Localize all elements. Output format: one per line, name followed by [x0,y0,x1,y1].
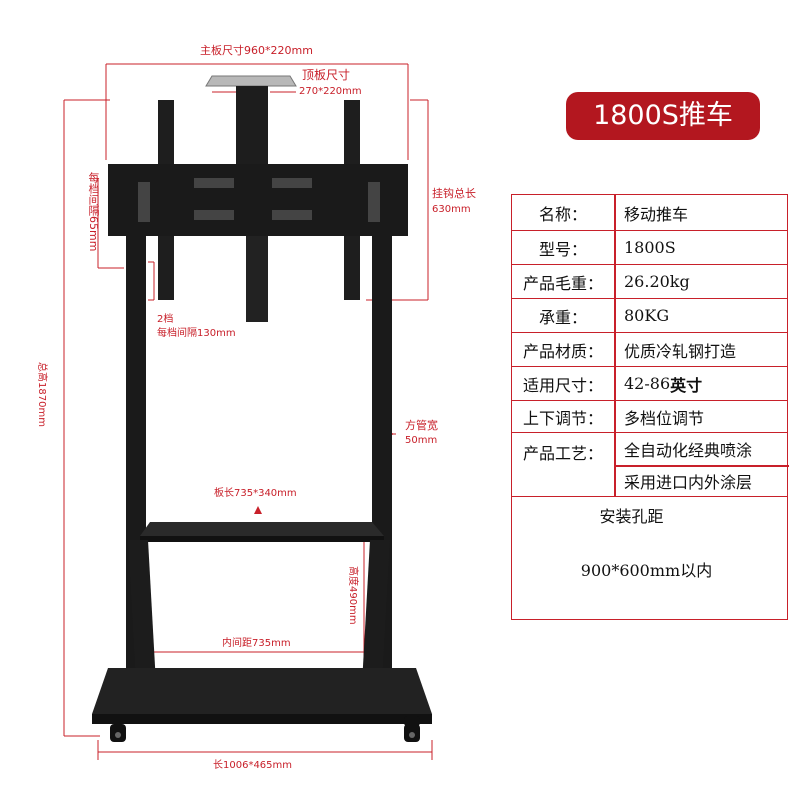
spec-key: 承重： [538,307,587,327]
main-board-size-label: 主板尺寸960*220mm [200,44,313,57]
spec-key: 型号： [538,239,587,259]
gears-interval-label: 每档间隔130mm [157,328,236,339]
product-title-badge: 1800S推车 [566,92,760,140]
hook-total-label: 挂钩总长 [432,187,476,200]
spec-value: 移动推车 [624,204,689,224]
tube-width-value: 50mm [405,435,438,446]
spec-value: 多档位调节 [624,408,705,428]
spec-key: 产品材质： [522,341,603,361]
spec-value-number: 42-86 [624,374,671,393]
spec-row-model: 型号： 1800S [512,231,787,265]
spec-process-split [614,465,789,467]
mount-hole-label: 安装孔距 [599,507,664,526]
spec-key: 产品工艺： [522,444,603,463]
total-height-label: 总高1870mm [36,362,47,427]
spec-row-process: 产品工艺： 全自动化经典喷涂 采用进口内外涂层 [512,433,789,497]
spec-row-load: 承重： 80KG [512,299,787,333]
spec-value-line1: 全自动化经典喷涂 [624,441,753,460]
spec-key: 名称： [538,204,587,224]
mount-hole-label-row: 安装孔距 [512,497,787,533]
spec-key: 适用尺寸： [522,375,603,395]
top-board-label: 顶板尺寸 [302,68,351,82]
spec-value-line2: 采用进口内外涂层 [624,473,753,492]
spec-key: 产品毛重： [522,273,603,293]
spec-value: 优质冷轧钢打造 [624,341,737,361]
tube-width-label: 方管宽 [405,419,438,432]
spec-value: 26.20kg [624,272,690,291]
spec-divider [614,195,616,497]
base-size-label: 长1006*465mm [213,760,293,771]
gears-count-label: 2档 [157,314,174,325]
spec-value-unit: 英寸 [670,375,703,395]
spec-row-weight: 产品毛重： 26.20kg [512,265,787,299]
spec-row-name: 名称： 移动推车 [512,195,787,231]
mount-hole-value: 900*600mm以内 [580,561,713,580]
tray-size-label: 板长735*340mm [214,488,297,499]
spec-row-adjust: 上下调节： 多档位调节 [512,401,787,433]
top-board-size-label: 270*220mm [299,86,362,97]
spec-row-material: 产品材质： 优质冷轧钢打造 [512,333,787,367]
dimension-lines [63,63,433,760]
spec-value: 1800S [624,238,676,257]
spec-value: 80KG [624,306,670,325]
spec-key: 上下调节： [522,408,603,428]
mount-hole-value-row: 900*600mm以内 [512,553,787,585]
hook-total-value: 630mm [432,204,471,215]
inner-distance-label: 内间距735mm [222,638,291,649]
spec-table: 名称： 移动推车 型号： 1800S 产品毛重： 26.20kg 承重： 80K… [511,194,789,620]
shelf-height-label: 高度490mm [347,566,358,625]
per-gear-interval-label: 每档间隔65mm [87,172,100,252]
